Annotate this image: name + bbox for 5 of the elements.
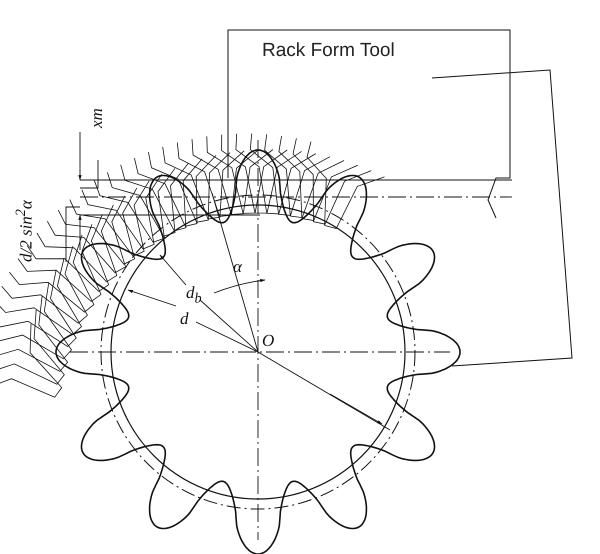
diameter-label: d (180, 310, 188, 327)
centre-label: O (262, 332, 274, 349)
dimension-label: xm (88, 108, 105, 128)
diameter-label: d$_{b}$ (186, 284, 202, 306)
tool-label: Rack Form Tool (262, 40, 395, 62)
